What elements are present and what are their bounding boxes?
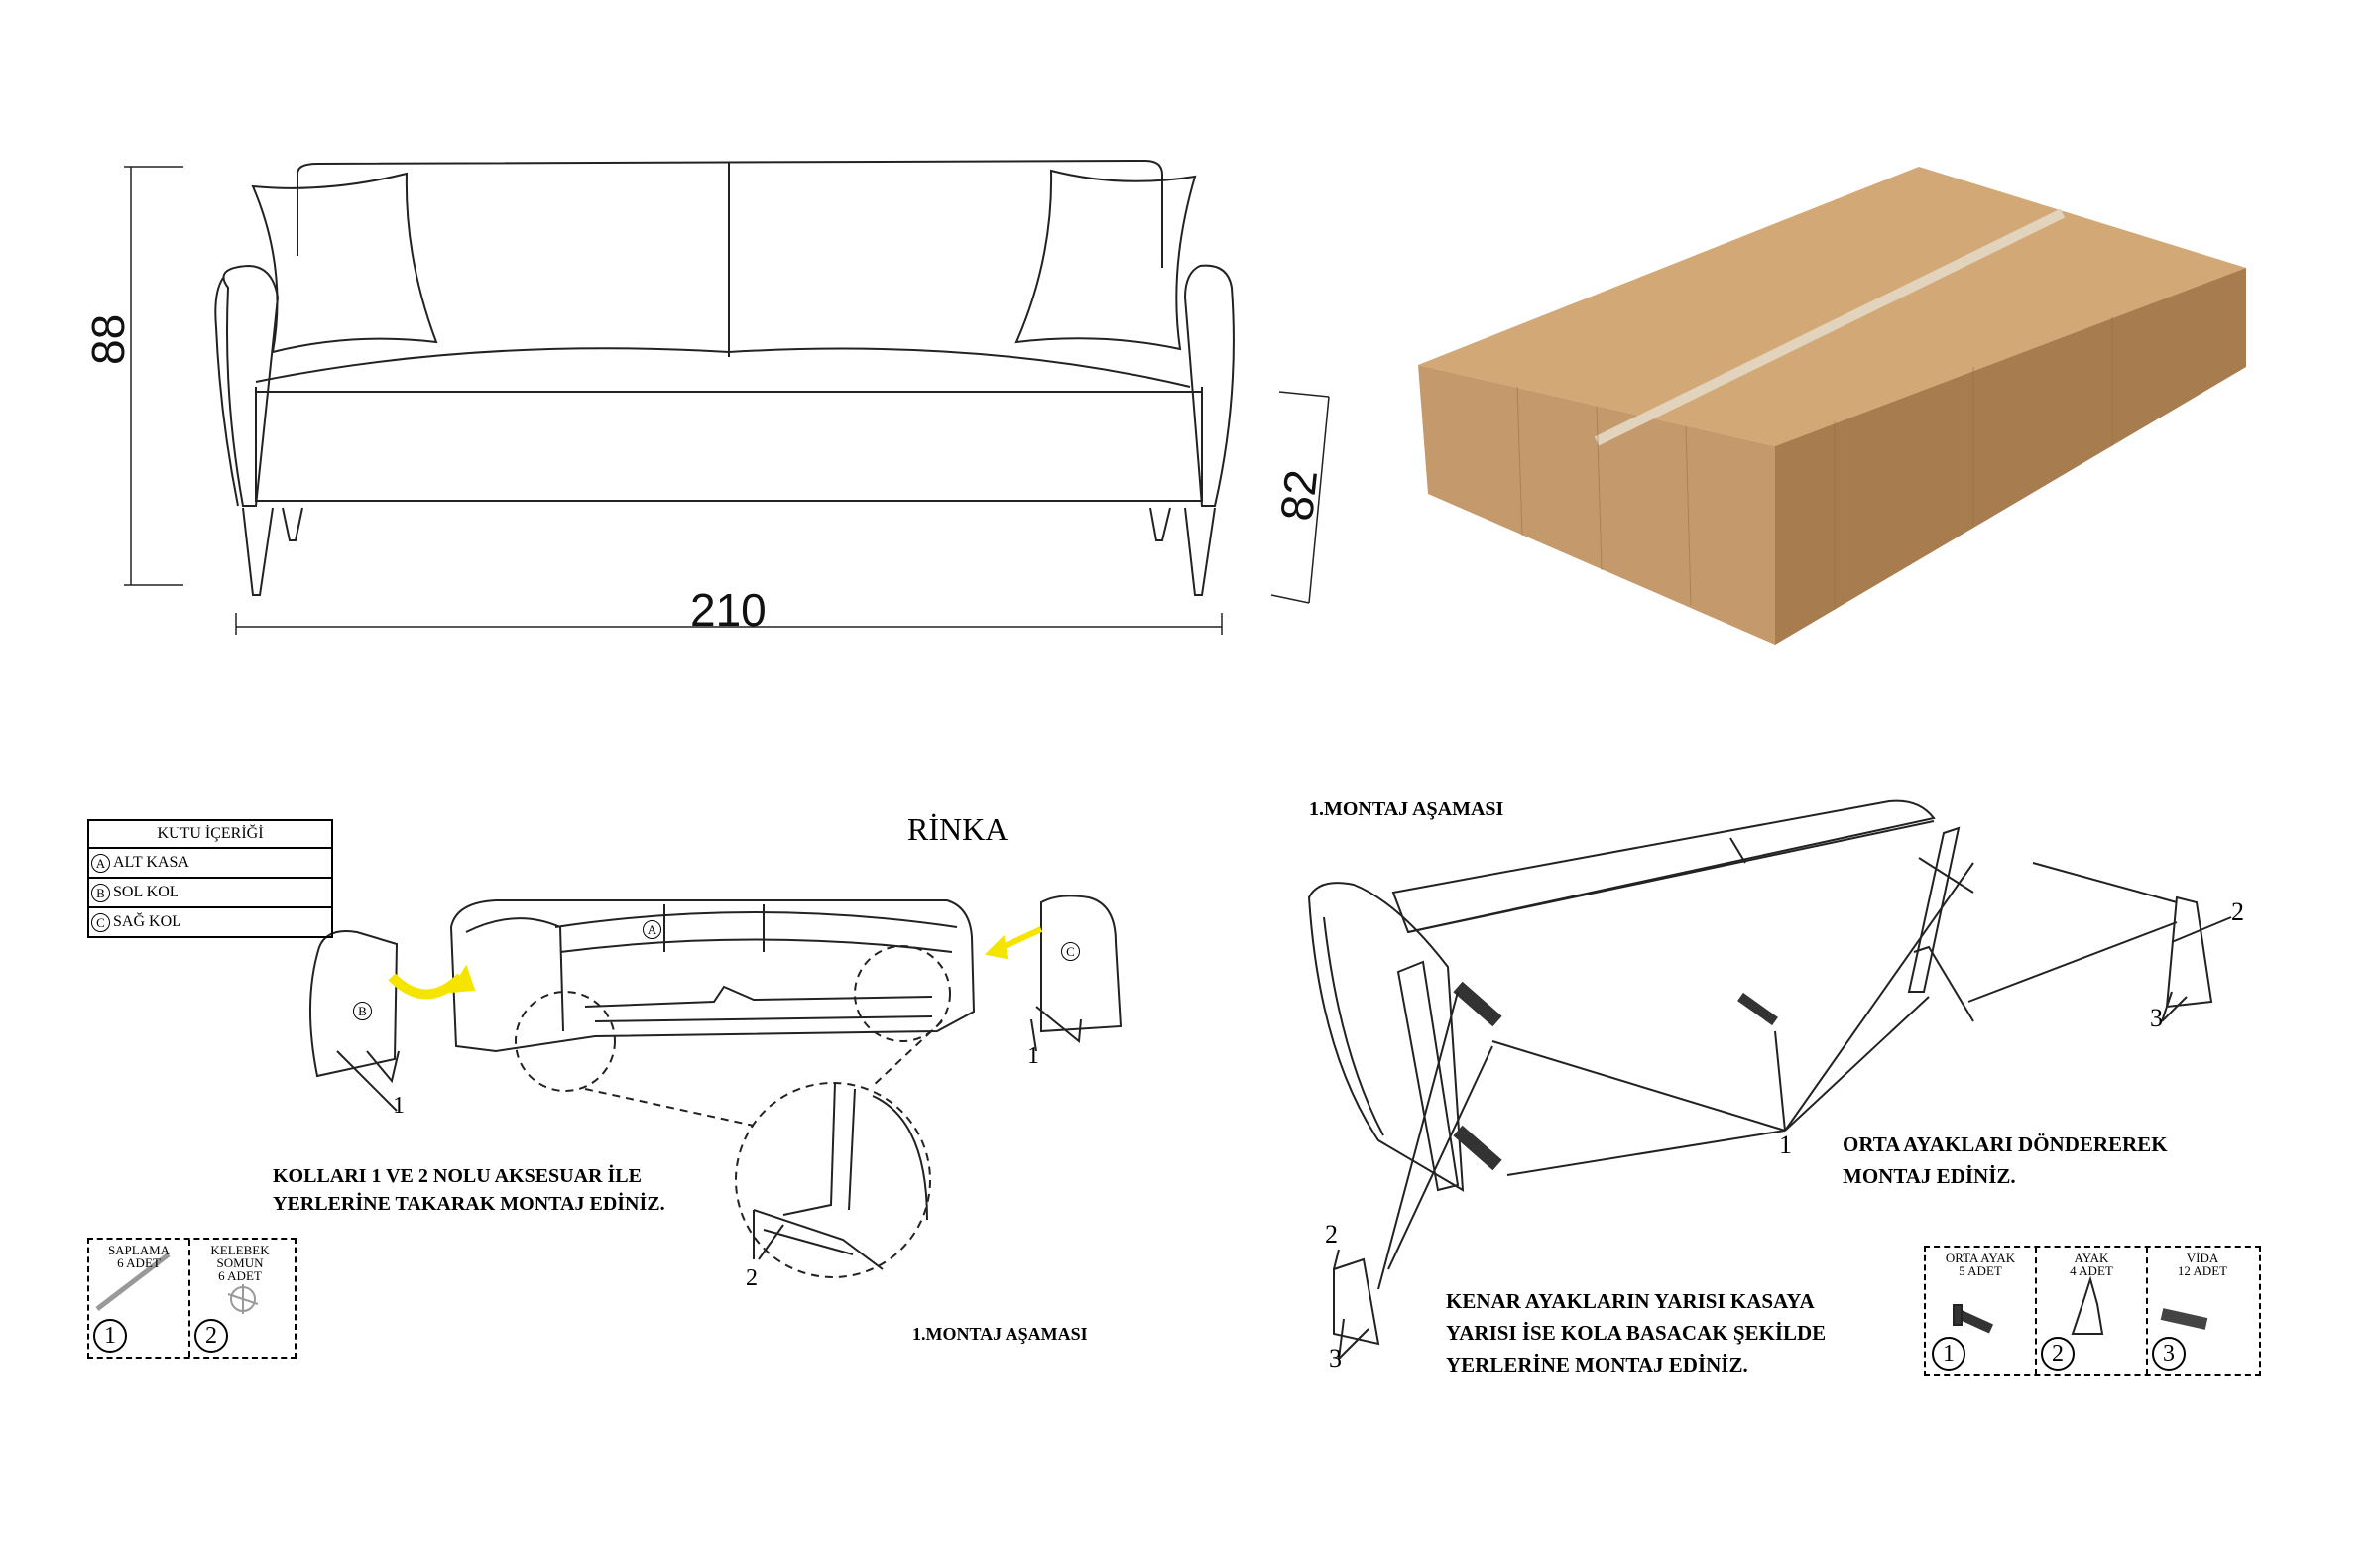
accessory-label: SAPLAMA 6 ADET xyxy=(89,1244,188,1269)
box-contents-title: KUTU İÇERİĞİ xyxy=(157,825,264,842)
callout-1: 1 xyxy=(1779,1131,1792,1159)
part-label-a: A xyxy=(643,920,661,939)
instruction-line: MONTAJ EDİNİZ. xyxy=(1843,1164,2016,1188)
accessory-qty: 6 ADET xyxy=(218,1268,262,1283)
callout-1: 1 xyxy=(393,1093,405,1119)
left-instruction-line1: KOLLARI 1 VE 2 NOLU AKSESUAR İLE xyxy=(273,1165,642,1187)
accessory-label: KELEBEK SOMUN 6 ADET xyxy=(190,1244,290,1282)
mark-a: A xyxy=(91,853,110,873)
right-assembly-drawing xyxy=(1307,799,2232,1360)
accessory-name: SOMUN xyxy=(216,1255,264,1270)
box-contents-row: C SAĞ KOL xyxy=(89,906,331,936)
box-contents-label: SAĞ KOL xyxy=(113,913,181,930)
dimension-height-total: 88 xyxy=(82,313,134,365)
callout-2: 2 xyxy=(2231,897,2244,926)
accessory-name: ORTA AYAK xyxy=(1945,1251,2016,1265)
side-legs-instruction: KENAR AYAKLARIN YARISI KASAYA YARISI İSE… xyxy=(1446,1285,1826,1380)
box-contents-label: ALT KASA xyxy=(113,854,189,871)
box-contents-row: A ALT KASA xyxy=(89,847,331,877)
callout-3: 3 xyxy=(1329,1344,1342,1372)
cardboard-box-image xyxy=(1418,167,2246,645)
instruction-line: YERLERİNE MONTAJ EDİNİZ. xyxy=(1446,1353,1748,1376)
accessory-name: KELEBEK xyxy=(210,1243,270,1257)
callout-3: 3 xyxy=(2150,1004,2163,1032)
callout-2: 2 xyxy=(746,1265,758,1291)
box-contents-table: KUTU İÇERİĞİ A ALT KASA B SOL KOL C SAĞ … xyxy=(87,819,333,938)
accessory-number: 1 xyxy=(1932,1337,1965,1371)
accessory-number: 2 xyxy=(194,1319,228,1353)
box-contents-label: SOL KOL xyxy=(113,884,179,900)
accessory-cell xyxy=(2037,1248,2148,1374)
right-accessory-box: ORTA AYAK 5 ADET 1 AYAK 4 ADET 2 VİDA 12… xyxy=(1924,1246,2261,1376)
box-contents-row: B SOL KOL xyxy=(89,877,331,906)
dimension-lines xyxy=(124,166,1330,635)
instruction-line: KENAR AYAKLARIN YARISI KASAYA xyxy=(1446,1289,1815,1313)
accessory-qty: 6 ADET xyxy=(117,1255,161,1270)
accessory-label: VİDA 12 ADET xyxy=(2148,1252,2257,1277)
instruction-line: ORTA AYAKLARI DÖNDEREREK xyxy=(1843,1133,2168,1156)
callout-1: 1 xyxy=(1027,1043,1039,1069)
accessory-qty: 4 ADET xyxy=(2070,1263,2113,1278)
left-accessory-box: SAPLAMA 6 ADET 1 KELEBEK SOMUN 6 ADET 2 xyxy=(87,1238,297,1359)
part-label-b: B xyxy=(353,1002,372,1020)
accessory-name: SAPLAMA xyxy=(107,1243,171,1257)
accessory-qty: 12 ADET xyxy=(2177,1263,2228,1278)
callout-2: 2 xyxy=(1325,1220,1338,1249)
sofa-front-drawing xyxy=(214,159,1235,596)
accessory-number: 2 xyxy=(2041,1337,2075,1371)
right-stage-title: 1.MONTAJ AŞAMASI xyxy=(1309,798,1504,820)
instruction-line: YARISI İSE KOLA BASACAK ŞEKİLDE xyxy=(1446,1321,1827,1345)
middle-legs-instruction: ORTA AYAKLARI DÖNDEREREK MONTAJ EDİNİZ. xyxy=(1843,1129,2168,1192)
accessory-qty: 5 ADET xyxy=(1959,1263,2002,1278)
dimension-height-seat: 82 xyxy=(1269,467,1328,524)
part-label-c: C xyxy=(1061,942,1080,961)
mark-b: B xyxy=(91,883,110,902)
accessory-number: 3 xyxy=(2152,1337,2186,1371)
left-instruction: KOLLARI 1 VE 2 NOLU AKSESUAR İLE YERLERİ… xyxy=(273,1162,665,1218)
dimension-width: 210 xyxy=(690,584,767,636)
accessory-label: AYAK 4 ADET xyxy=(2037,1252,2146,1277)
left-stage-title: 1.MONTAJ AŞAMASI xyxy=(912,1324,1088,1344)
accessory-name: AYAK xyxy=(2074,1251,2109,1265)
accessory-cell xyxy=(1926,1248,2037,1374)
model-name: RİNKA xyxy=(907,811,1009,847)
accessory-number: 1 xyxy=(93,1319,127,1353)
accessory-cell xyxy=(89,1240,190,1357)
left-instruction-line2: YERLERİNE TAKARAK MONTAJ EDİNİZ. xyxy=(273,1193,665,1215)
accessory-name: VİDA xyxy=(2186,1251,2219,1265)
accessory-icons xyxy=(95,1253,2208,1335)
mark-c: C xyxy=(91,912,110,932)
accessory-label: ORTA AYAK 5 ADET xyxy=(1926,1252,2035,1277)
left-assembly-drawing xyxy=(309,895,1123,1278)
